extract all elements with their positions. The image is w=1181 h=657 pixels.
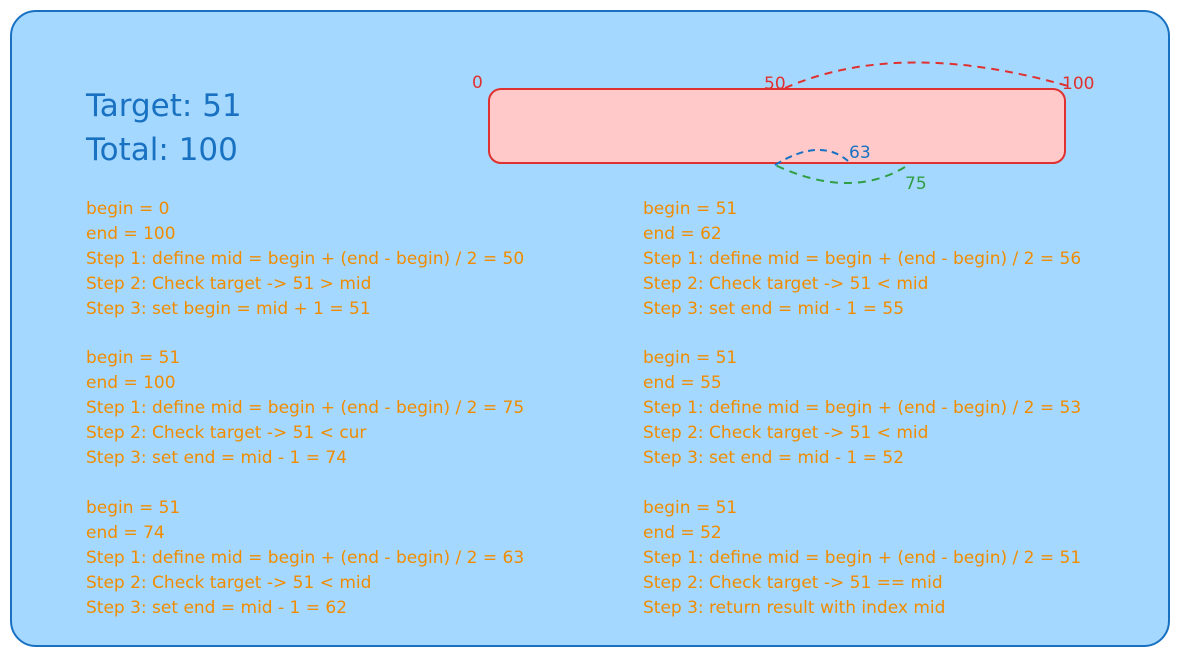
end-line: end = 52 xyxy=(643,523,722,543)
step3-line: Step 3: return result with index mid xyxy=(643,598,946,618)
step1-line: Step 1: define mid = begin + (end - begi… xyxy=(643,548,1082,568)
end-line: end = 100 xyxy=(86,373,176,393)
second-mid-label: 75 xyxy=(905,174,927,194)
begin-line: begin = 51 xyxy=(86,348,181,368)
step2-line: Step 2: Check target -> 51 > mid xyxy=(86,274,372,294)
step3-line: Step 3: set end = mid - 1 = 52 xyxy=(643,448,905,468)
begin-line: begin = 51 xyxy=(643,199,738,219)
end-line: end = 55 xyxy=(643,373,722,393)
iteration-block-5: begin = 51 end = 55 Step 1: define mid =… xyxy=(643,346,1081,471)
step1-line: Step 1: define mid = begin + (end - begi… xyxy=(643,398,1082,418)
step1-line: Step 1: define mid = begin + (end - begi… xyxy=(86,249,525,269)
target-label: Target: 51 xyxy=(86,88,242,124)
step2-line: Step 2: Check target -> 51 < cur xyxy=(86,423,367,443)
begin-line: begin = 51 xyxy=(86,498,181,518)
third-mid-label: 63 xyxy=(849,143,871,163)
second-split-arc xyxy=(774,164,906,184)
step1-line: Step 1: define mid = begin + (end - begi… xyxy=(86,548,525,568)
step3-line: Step 3: set end = mid - 1 = 55 xyxy=(643,299,905,319)
end-line: end = 74 xyxy=(86,523,165,543)
iteration-block-1: begin = 0 end = 100 Step 1: define mid =… xyxy=(86,197,524,322)
iteration-block-3: begin = 51 end = 74 Step 1: define mid =… xyxy=(86,496,524,621)
begin-line: begin = 0 xyxy=(86,199,170,219)
begin-line: begin = 51 xyxy=(643,498,738,518)
array-range-bar xyxy=(488,88,1066,164)
iteration-block-2: begin = 51 end = 100 Step 1: define mid … xyxy=(86,346,524,471)
first-mid-label: 50 xyxy=(764,74,786,94)
range-end-label: 100 xyxy=(1062,74,1094,94)
step3-line: Step 3: set begin = mid + 1 = 51 xyxy=(86,299,371,319)
step2-line: Step 2: Check target -> 51 < mid xyxy=(86,573,372,593)
iteration-block-4: begin = 51 end = 62 Step 1: define mid =… xyxy=(643,197,1081,322)
end-line: end = 62 xyxy=(643,224,722,244)
step2-line: Step 2: Check target -> 51 < mid xyxy=(643,423,929,443)
range-start-label: 0 xyxy=(472,73,483,93)
step2-line: Step 2: Check target -> 51 == mid xyxy=(643,573,943,593)
step3-line: Step 3: set end = mid - 1 = 62 xyxy=(86,598,348,618)
step1-line: Step 1: define mid = begin + (end - begi… xyxy=(86,398,525,418)
step3-line: Step 3: set end = mid - 1 = 74 xyxy=(86,448,348,468)
total-label: Total: 100 xyxy=(86,132,238,168)
first-split-arc xyxy=(784,61,1069,89)
iteration-block-6: begin = 51 end = 52 Step 1: define mid =… xyxy=(643,496,1081,621)
end-line: end = 100 xyxy=(86,224,176,244)
step2-line: Step 2: Check target -> 51 < mid xyxy=(643,274,929,294)
begin-line: begin = 51 xyxy=(643,348,738,368)
step1-line: Step 1: define mid = begin + (end - begi… xyxy=(643,249,1082,269)
